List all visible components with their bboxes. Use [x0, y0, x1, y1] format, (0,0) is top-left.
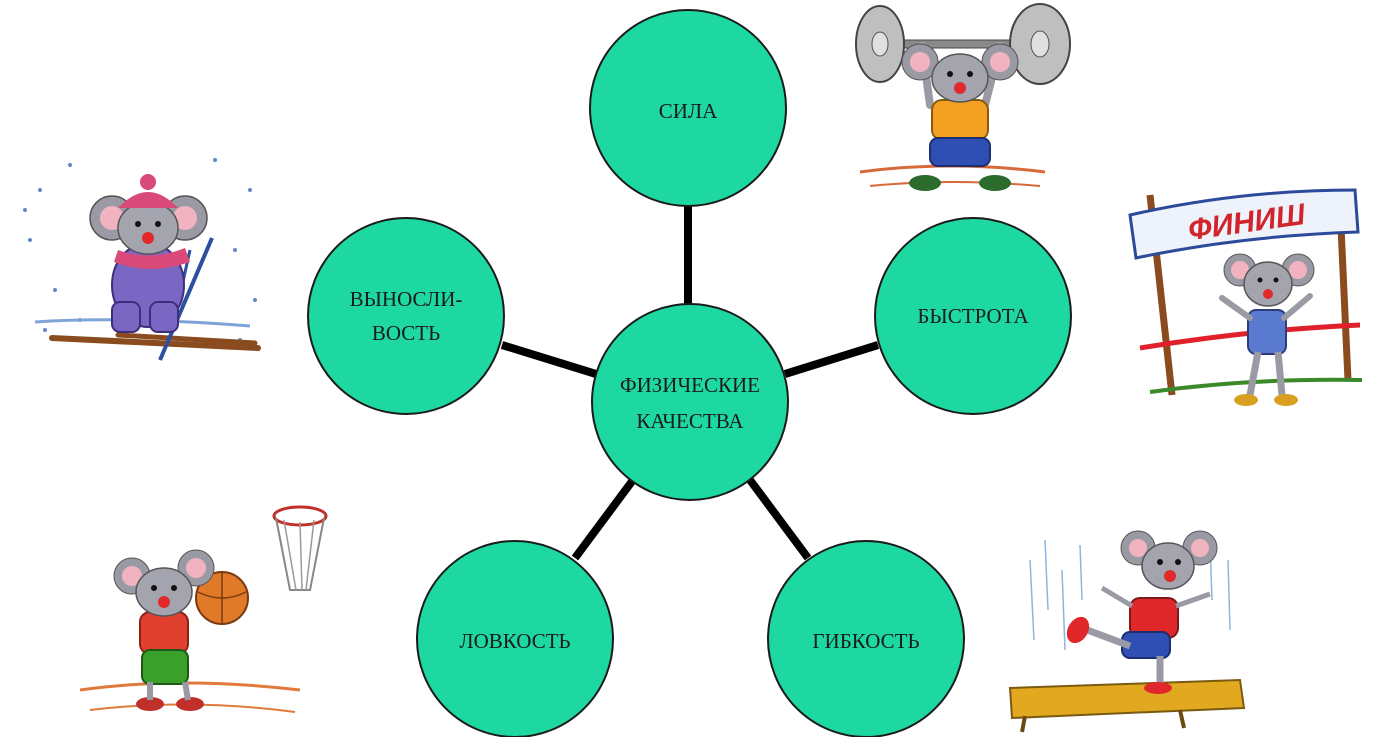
skier-mouse-illustration [23, 158, 261, 361]
connector-endurance [500, 341, 598, 378]
node-agility-label: ЛОВКОСТЬ [459, 629, 570, 653]
finish-line-mouse-illustration: ФИНИШ [1128, 188, 1363, 406]
node-speed-label: БЫСТРОТА [917, 304, 1029, 328]
center-label-line2: КАЧЕСТВА [636, 409, 744, 433]
node-labels: СИЛА БЫСТРОТА ГИБКОСТЬ ЛОВКОСТЬ ВЫНОСЛИ-… [350, 99, 1030, 653]
balance-beam-mouse-illustration [1008, 530, 1246, 733]
weightlifter-mouse-illustration [855, 3, 1071, 191]
node-strength-label: СИЛА [659, 99, 718, 123]
node-endurance-circle [307, 217, 505, 415]
node-endurance-label-line2: ВОСТЬ [372, 321, 440, 345]
connector-agility [571, 477, 637, 561]
node-speed-circle [874, 217, 1072, 415]
node-flexibility-circle [767, 540, 965, 737]
node-endurance-label-line1: ВЫНОСЛИ- [350, 287, 463, 311]
connector-speed [783, 341, 880, 378]
center-label-line1: ФИЗИЧЕСКИЕ [620, 373, 760, 397]
node-circles [307, 9, 1072, 737]
center-circle [591, 303, 789, 501]
node-flexibility-label: ГИБКОСТЬ [812, 629, 919, 653]
connector-flexibility [746, 477, 812, 561]
basketball-mouse-illustration [79, 505, 328, 713]
node-agility-circle [416, 540, 614, 737]
node-strength-circle [589, 9, 787, 207]
connectors [500, 205, 880, 561]
